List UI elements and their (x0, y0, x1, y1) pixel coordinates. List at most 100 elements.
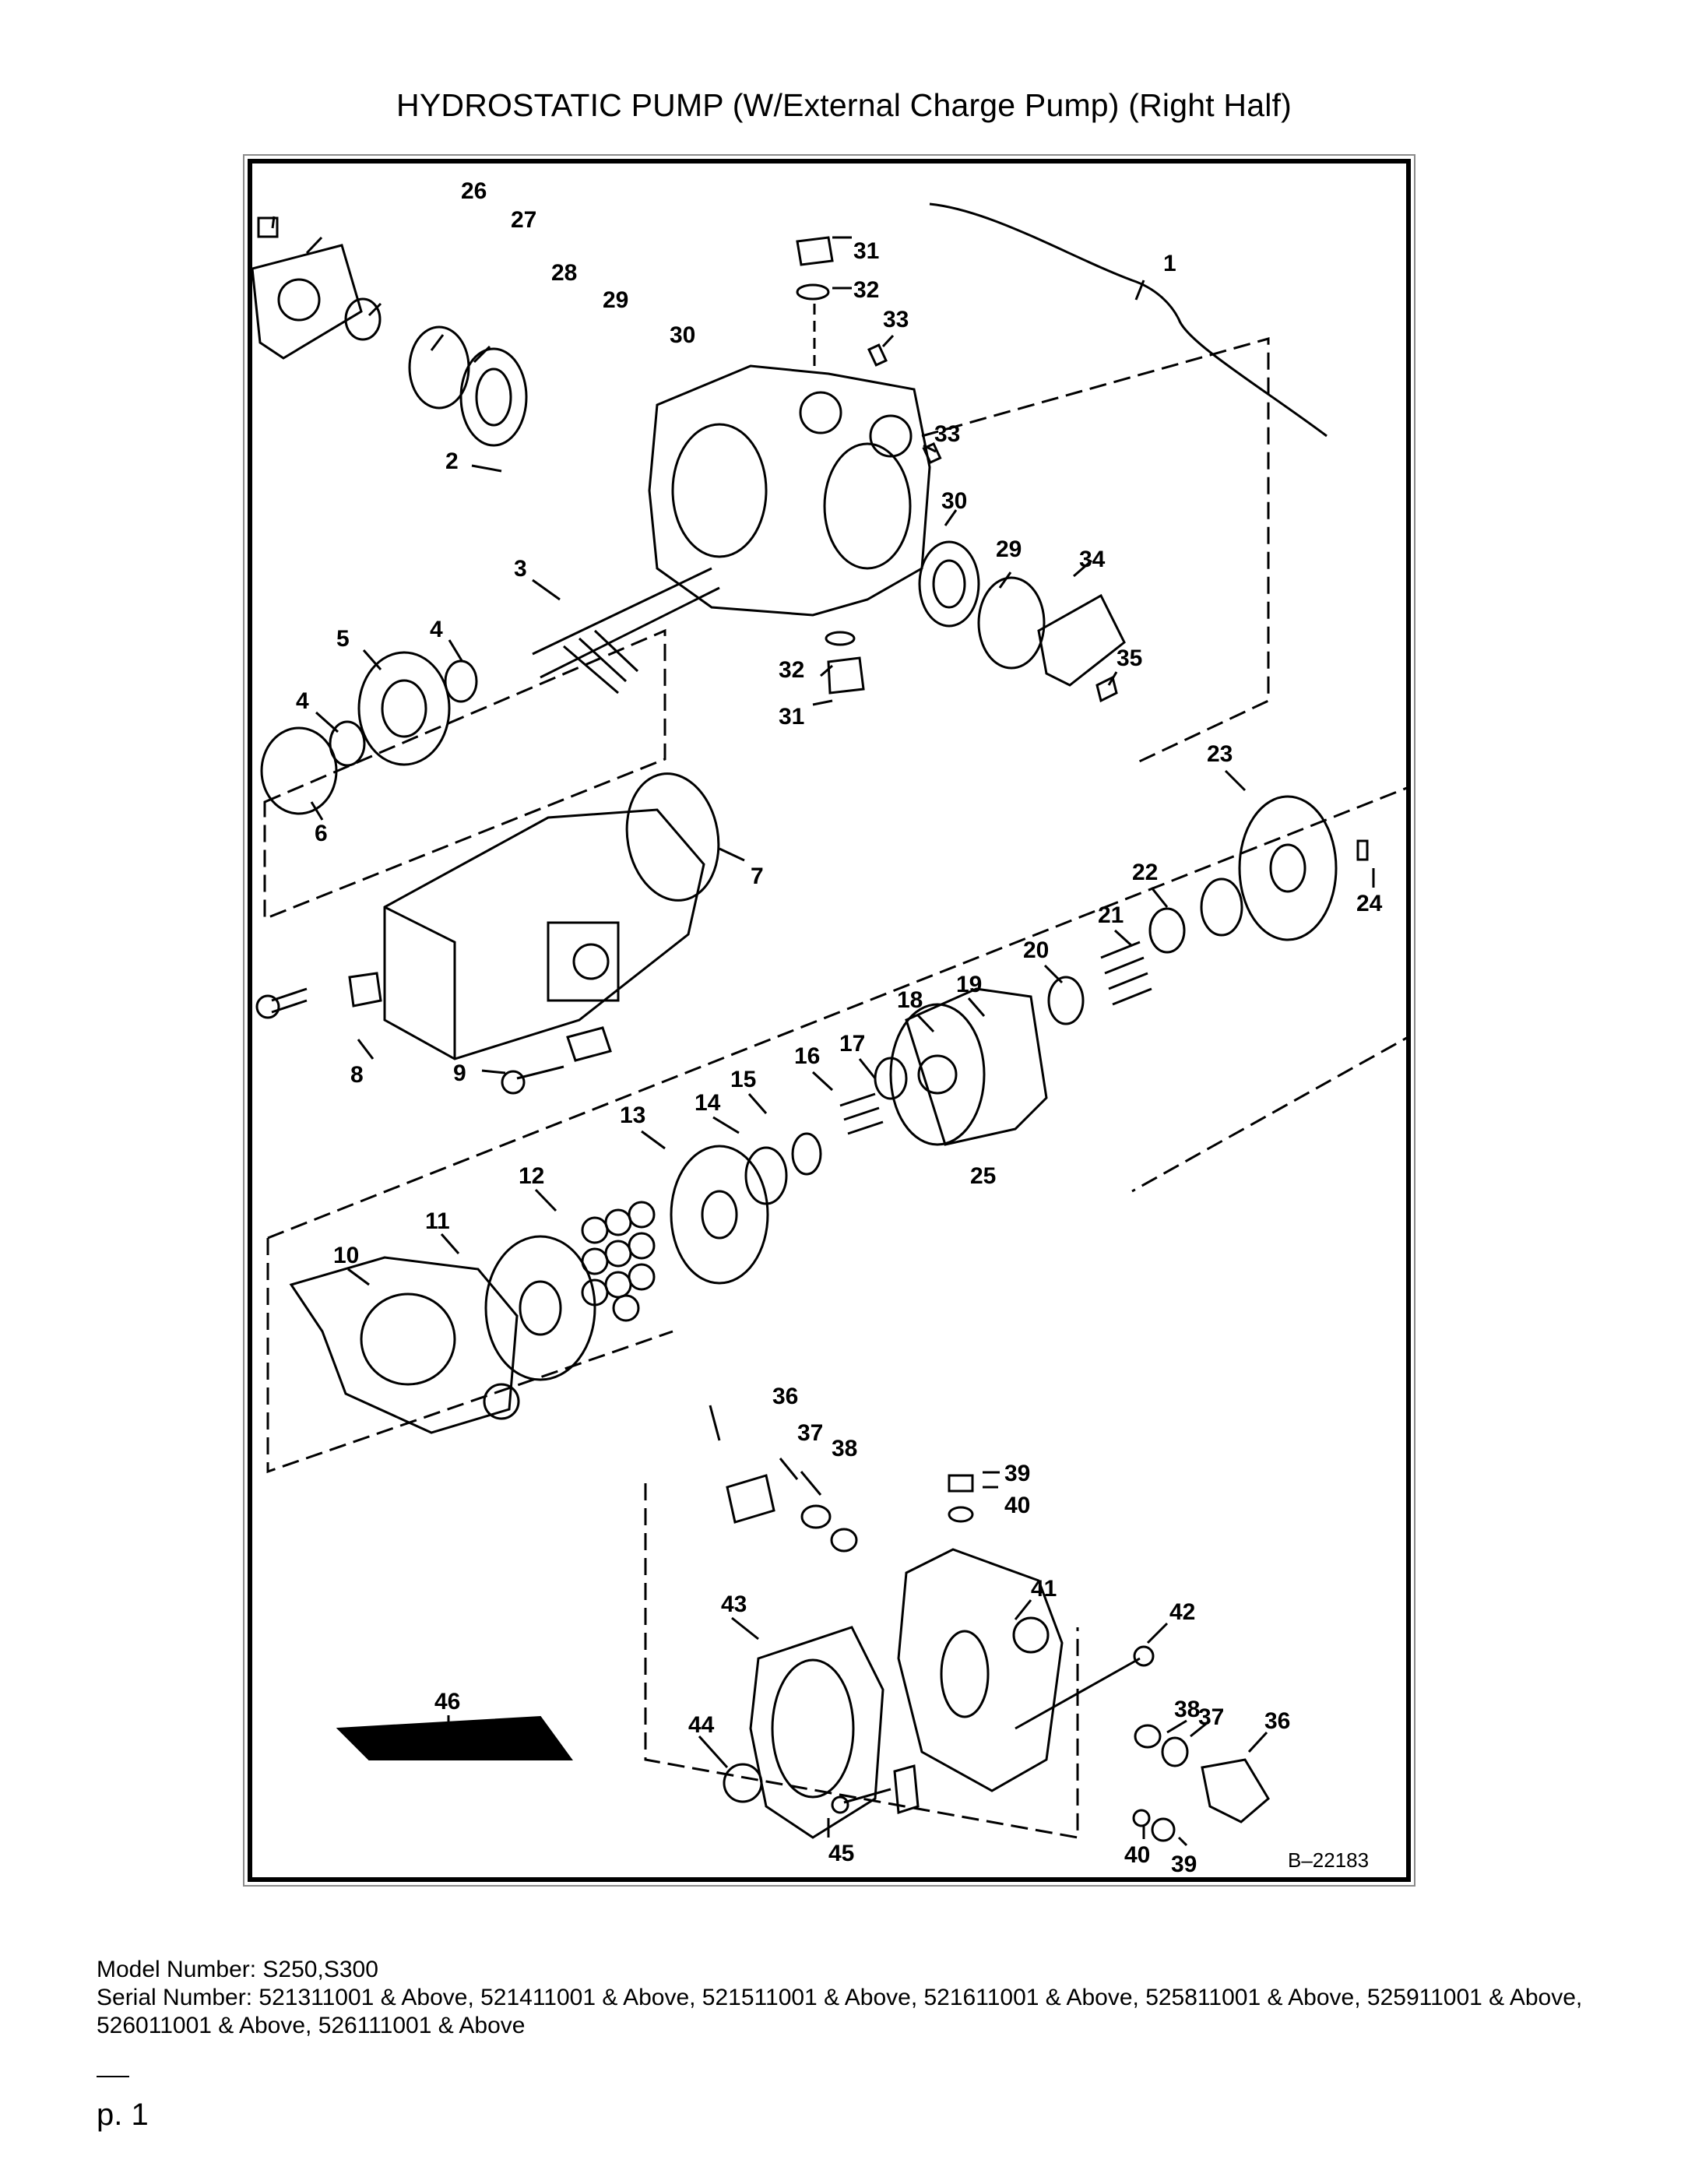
callout-32b: 32 (779, 657, 804, 683)
part-34-cover (1037, 593, 1126, 687)
callout-13: 13 (620, 1103, 645, 1128)
callout-40a: 40 (1004, 1493, 1030, 1518)
callout-38a: 38 (832, 1436, 857, 1461)
callout-35: 35 (1117, 645, 1142, 671)
part-11-plate (484, 1235, 596, 1381)
dashed-enclosure-housing (921, 337, 1270, 765)
part-18-cylinder-block (905, 987, 1048, 1146)
callout-29: 29 (603, 287, 628, 313)
part-32-oring-top (796, 283, 830, 301)
diagram-frame-outer (243, 154, 1415, 1887)
part-2-housing (648, 364, 931, 617)
page-number: p. 1 (97, 2098, 149, 2132)
part-20-spring (1100, 941, 1152, 1006)
callout-19: 19 (956, 972, 982, 997)
callout-28: 28 (551, 260, 577, 286)
part-8-charge-pump (383, 808, 705, 1060)
part-35-screw (1095, 675, 1118, 703)
part-42-bolt (1015, 1657, 1141, 1730)
callout-39b: 39 (1171, 1852, 1197, 1877)
part-38-oring-right (1134, 1724, 1162, 1749)
part-39-plug-bottom (1151, 1817, 1176, 1842)
callout-33a: 33 (883, 307, 909, 332)
part-9-bolt-b (516, 1065, 564, 1080)
callout-33b: 33 (934, 421, 960, 447)
callout-16: 16 (794, 1043, 820, 1069)
callout-42: 42 (1169, 1599, 1195, 1625)
dashed-enclosure-rotating-lower (266, 1238, 673, 1474)
callout-31: 31 (853, 238, 879, 264)
callout-26: 26 (461, 178, 487, 204)
part-33-plug (867, 343, 888, 367)
model-number-value: S250,S300 (262, 1957, 378, 1982)
part-40-oring-bottom (1132, 1809, 1151, 1827)
callout-39a: 39 (1004, 1461, 1030, 1486)
callout-11: 11 (425, 1208, 450, 1234)
callout-9b: 9 (453, 1060, 466, 1086)
callout-44: 44 (688, 1712, 715, 1738)
exploded-parts-diagram: 1 2 3 4 5 4 6 7 8 9 9 10 11 12 13 14 15 … (252, 178, 1406, 1877)
callout-32: 32 (853, 277, 879, 303)
part-15-ring (791, 1132, 822, 1176)
figure-code: B–22183 (1288, 1848, 1369, 1872)
callout-37b: 37 (1198, 1704, 1224, 1730)
diagram-frame (248, 159, 1411, 1882)
part-5-bearing (357, 651, 451, 766)
callout-21: 21 (1098, 902, 1124, 928)
part-14-ring (744, 1146, 788, 1205)
callout-31b: 31 (779, 704, 804, 730)
callout-43: 43 (721, 1591, 747, 1617)
callout-27: 27 (511, 207, 536, 233)
callout-12: 12 (519, 1163, 544, 1189)
callout-29b: 29 (996, 536, 1022, 562)
part-26-screw (257, 216, 279, 238)
callout-34: 34 (1079, 547, 1106, 572)
callout-36a: 36 (772, 1384, 798, 1409)
callout-38b: 38 (1174, 1697, 1200, 1722)
page-title: HYDROSTATIC PUMP (W/External Charge Pump… (396, 87, 1292, 123)
callout-2: 2 (445, 448, 459, 474)
part-4-ring-b (329, 720, 366, 767)
callout-46: 46 (434, 1689, 460, 1714)
callout-37a: 37 (797, 1420, 823, 1446)
callout-45: 45 (828, 1841, 854, 1866)
callout-3: 3 (514, 556, 527, 582)
part-30-bearing (459, 347, 528, 447)
part-44-plug (723, 1763, 763, 1803)
model-number-line: Model Number: S250,S300 (97, 1956, 1591, 1984)
bracket-line (929, 202, 1328, 438)
callout-4a: 4 (430, 617, 443, 642)
callout-41: 41 (1031, 1576, 1057, 1602)
part-10-swashplate (289, 1256, 519, 1434)
callout-40b: 40 (1124, 1842, 1150, 1868)
callout-30b: 30 (941, 488, 967, 514)
part-37-oring-right (1161, 1736, 1189, 1767)
part-27-hole (277, 278, 321, 322)
callout-23: 23 (1207, 741, 1233, 767)
callout-15: 15 (730, 1067, 756, 1092)
dashed-enclosure-valve (644, 1483, 1079, 1839)
part-6-snap-ring (260, 726, 338, 815)
part-21-ring (1148, 907, 1186, 954)
part-13-retainer (670, 1145, 769, 1285)
part-46-decal (336, 1715, 573, 1760)
callout-5: 5 (336, 626, 350, 652)
part-39-plug-top (948, 1474, 974, 1493)
footer-rule (97, 2076, 129, 2077)
part-22-ring (1200, 877, 1243, 937)
part-36-valve-right (1201, 1758, 1270, 1824)
callout-4b: 4 (296, 688, 309, 714)
part-40-oring-top (948, 1506, 974, 1523)
callout-22: 22 (1132, 860, 1158, 885)
part-7-oring (625, 772, 720, 902)
part-23-valve-plate (1238, 795, 1338, 941)
part-36-valve-left (726, 1474, 775, 1524)
part-12-pistons (581, 1201, 656, 1322)
callout-14: 14 (695, 1090, 721, 1116)
callout-24: 24 (1356, 891, 1383, 916)
part-19-ring (1047, 976, 1085, 1025)
part-45-screw (843, 1788, 891, 1804)
part-43-gasket (749, 1626, 884, 1839)
callout-1: 1 (1163, 251, 1176, 276)
part-31-plug-top (796, 236, 834, 266)
